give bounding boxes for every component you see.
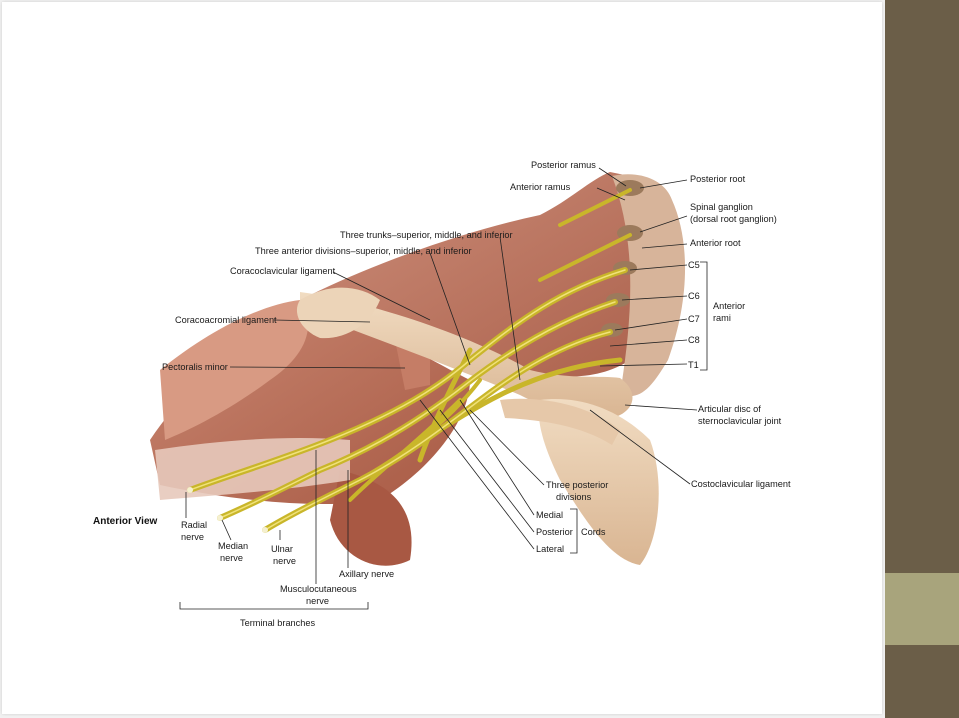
label-anterior-view: Anterior View bbox=[93, 516, 157, 527]
label-three-trunks: Three trunks–superior, middle, and infer… bbox=[340, 230, 513, 240]
label-anterior-rami: Anterior bbox=[713, 301, 745, 311]
illustration bbox=[150, 172, 686, 566]
label-medial: Medial bbox=[536, 510, 563, 520]
first-rib bbox=[500, 398, 620, 445]
label-anterior-ramus: Anterior ramus bbox=[510, 182, 571, 192]
label-posterior-ramus: Posterior ramus bbox=[531, 160, 596, 170]
label-anterior-rami-sub: rami bbox=[713, 313, 731, 323]
label-anterior-root: Anterior root bbox=[690, 238, 741, 248]
label-median-sub: nerve bbox=[220, 553, 243, 563]
label-c5: C5 bbox=[688, 260, 700, 270]
label-articular-disc: Articular disc of bbox=[698, 404, 761, 414]
label-spinal-ganglion: Spinal ganglion bbox=[690, 202, 753, 212]
radial-end bbox=[187, 487, 193, 493]
label-articular-disc-sub: sternoclavicular joint bbox=[698, 416, 782, 426]
lower-muscle bbox=[330, 470, 412, 566]
scapula bbox=[296, 287, 380, 339]
label-c7: C7 bbox=[688, 314, 700, 324]
manubrium bbox=[538, 399, 659, 565]
label-posterior-root: Posterior root bbox=[690, 174, 746, 184]
nerves bbox=[187, 188, 632, 533]
label-c6: C6 bbox=[688, 291, 700, 301]
leader-lines bbox=[179, 167, 708, 610]
accent-bar-bottom bbox=[885, 645, 959, 718]
label-musculocutaneous: Musculocutaneous bbox=[280, 584, 357, 594]
label-musculocutaneous-sub: nerve bbox=[306, 596, 329, 606]
ulnar-end bbox=[262, 527, 268, 533]
label-coracoclavicular: Coracoclavicular ligament bbox=[230, 266, 336, 276]
label-costoclavicular: Costoclavicular ligament bbox=[691, 479, 791, 489]
labels: Posterior ramus Anterior ramus Posterior… bbox=[93, 160, 791, 628]
label-median: Median bbox=[218, 541, 248, 551]
label-spinal-ganglion-sub: (dorsal root ganglion) bbox=[690, 214, 777, 224]
label-ulnar-sub: nerve bbox=[273, 556, 296, 566]
label-axillary: Axillary nerve bbox=[339, 569, 394, 579]
upper-arm bbox=[160, 300, 309, 440]
label-radial-sub: nerve bbox=[181, 532, 204, 542]
label-three-posterior-divisions-sub: divisions bbox=[556, 492, 592, 502]
label-t1: T1 bbox=[688, 360, 699, 370]
label-three-posterior-divisions: Three posterior bbox=[546, 480, 608, 490]
label-posterior: Posterior bbox=[536, 527, 573, 537]
label-three-anterior-divisions: Three anterior divisions–superior, middl… bbox=[255, 246, 472, 256]
accent-bar-top bbox=[885, 0, 959, 573]
accent-bar-middle bbox=[885, 573, 959, 645]
label-radial: Radial bbox=[181, 520, 207, 530]
median-end bbox=[217, 515, 223, 521]
label-lateral: Lateral bbox=[536, 544, 564, 554]
label-terminal-branches: Terminal branches bbox=[240, 618, 315, 628]
label-c8: C8 bbox=[688, 335, 700, 345]
label-coracoacromial: Coracoacromial ligament bbox=[175, 315, 277, 325]
label-ulnar: Ulnar bbox=[271, 544, 293, 554]
label-cords: Cords bbox=[581, 527, 606, 537]
label-pectoralis-minor: Pectoralis minor bbox=[162, 362, 228, 372]
